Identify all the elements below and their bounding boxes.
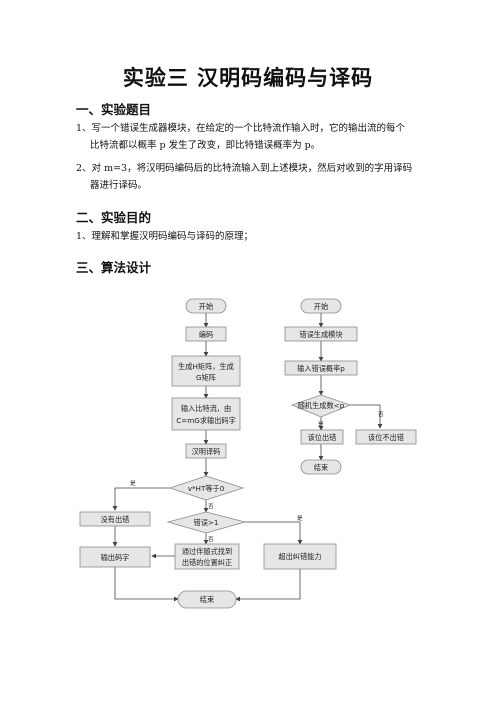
item-1-line-2: 比特流都以概率 p 发生了改变，即比特错误概率为 p。 [90, 140, 321, 151]
syndrome-correct-box [174, 543, 240, 570]
decision-random-label: 随机生成数<p [298, 401, 345, 410]
syndrome-correct-line-1: 通过伴随式找到 [182, 547, 232, 556]
beyond-capability-label: 超出纠错能力 [278, 552, 321, 561]
output-codeword-label: 输出码字 [101, 553, 130, 562]
paragraph-item-3: 1、理解和掌握汉明码编码与译码的原理； [76, 231, 254, 242]
decision-error-count [166, 511, 247, 534]
start-label-right: 开始 [314, 302, 328, 311]
decision-syndrome-label: v*HT等于0 [188, 484, 225, 493]
item-2-line-1: 2、对 m=3，将汉明码编码后的比特流输入到上述模块，然后对收到的字用译码 [76, 163, 413, 174]
hamming-decode-label: 汉明译码 [192, 447, 221, 456]
syndrome-yes-label: 是 [130, 480, 136, 487]
random-no-label: 否 [378, 411, 384, 418]
bit-error-label: 该位出错 [308, 433, 337, 442]
section-heading-1: 一、实验题目 [76, 102, 152, 117]
syndrome-correct-line-2: 出错的位置纠正 [182, 558, 232, 567]
end-label-left: 结束 [200, 595, 214, 604]
random-yes-label: 是 [318, 421, 324, 428]
beyond-capability-box [263, 543, 337, 570]
no-error-label: 没有出错 [101, 515, 130, 524]
input-probability-box [284, 360, 358, 376]
decision-random [290, 394, 352, 418]
paragraph-item-1: 1、写一个错误生成器模块，在给定的一个比特流作输入时，它的输出流的每个 比特流都… [76, 120, 436, 154]
section-heading-3: 三、算法设计 [76, 260, 152, 275]
item-1-line-1: 1、写一个错误生成器模块，在给定的一个比特流作输入时，它的输出流的每个 [76, 123, 406, 134]
encode-label: 编码 [199, 330, 213, 339]
paragraph-item-2: 2、对 m=3，将汉明码编码后的比特流输入到上述模块，然后对收到的字用译码 器进… [76, 160, 436, 194]
encode-box [185, 326, 227, 342]
hamming-decode-box [185, 443, 227, 459]
syndrome-no-label: 否 [208, 503, 214, 510]
start-node-left [185, 298, 227, 314]
bit-ok-box [355, 429, 417, 445]
bit-ok-label: 该位不出错 [368, 433, 404, 442]
input-bitstream-line-2: C=mG求输出码字 [176, 416, 236, 425]
start-label-left: 开始 [199, 302, 213, 311]
decision-error-count-label: 错误>1 [194, 518, 219, 527]
error-generator-box [284, 326, 358, 342]
gen-matrix-box [171, 355, 241, 387]
gen-matrix-line-2: G矩阵 [196, 373, 216, 382]
page-title: 实验三 汉明码编码与译码 [122, 65, 374, 90]
end-node-left [177, 590, 237, 609]
bit-error-box [300, 429, 344, 445]
item-2-line-2: 器进行译码。 [90, 180, 148, 191]
input-bitstream-line-1: 输入比特流，由 [181, 404, 231, 413]
section-heading-2: 二、实验目的 [76, 210, 152, 225]
no-error-box [79, 511, 151, 527]
error-generator-label: 错误生成模块 [299, 330, 342, 339]
input-bitstream-box [171, 397, 241, 431]
output-codeword-box [79, 546, 151, 568]
flow-connectors-left [112, 313, 303, 602]
start-node-right [300, 298, 342, 314]
error-count-yes-label: 是 [297, 515, 303, 522]
flow-connectors-right [318, 313, 383, 461]
gen-matrix-line-1: 生成H矩阵，生成 [178, 362, 234, 371]
input-probability-label: 输入错误概率p [297, 364, 345, 373]
end-node-right [300, 459, 342, 475]
end-label-right: 结束 [314, 463, 328, 472]
error-count-no-label: 否 [208, 536, 214, 543]
decision-syndrome [168, 475, 245, 501]
